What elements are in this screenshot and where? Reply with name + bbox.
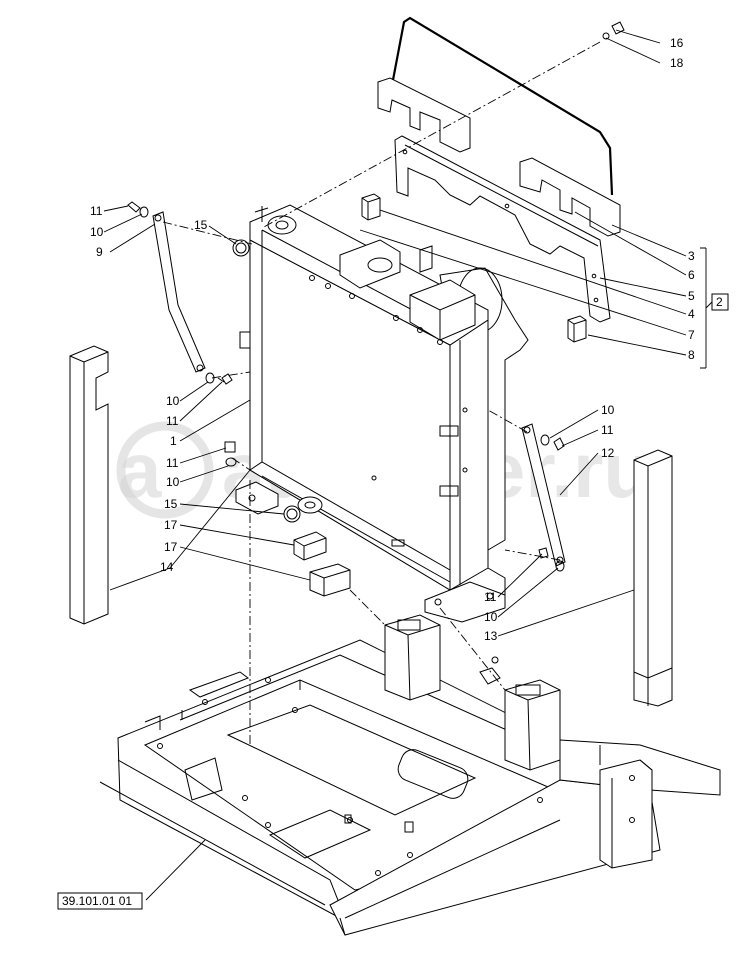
callout-12: 12: [601, 446, 615, 460]
alignment-lines: [162, 41, 601, 745]
callout-7: 7: [688, 328, 695, 342]
callout-11: 11: [166, 414, 179, 428]
group-box-label: 2: [716, 295, 723, 309]
callout-11: 11: [484, 590, 497, 604]
callout-5: 5: [688, 289, 695, 303]
callout-18: 18: [670, 56, 684, 70]
stay-rod-9: [152, 211, 206, 373]
callout-9: 9: [96, 245, 103, 259]
reference-code: 39.101.01 01: [62, 894, 132, 908]
callout-15: 15: [194, 218, 208, 232]
shroud-panel-5: [394, 135, 611, 323]
side-seal-14: [69, 345, 109, 625]
callout-4: 4: [688, 307, 695, 321]
callout-6: 6: [688, 268, 695, 282]
callout-17: 17: [164, 518, 178, 532]
callout-10: 10: [484, 610, 498, 624]
callout-10: 10: [90, 225, 104, 239]
leader-lines: [103, 29, 713, 901]
callout-8: 8: [688, 348, 695, 362]
upper-bracket-3: [377, 77, 471, 153]
callout-16: 16: [670, 36, 684, 50]
callout-10: 10: [166, 394, 180, 408]
reference-code-box[interactable]: 39.101.01 01: [57, 892, 143, 910]
watermark-logo-letter: a: [118, 426, 162, 514]
block-17-lower: [309, 563, 351, 597]
callout-13: 13: [484, 629, 498, 643]
rubber-pad-8: [567, 315, 587, 343]
callout-17: 17: [164, 540, 178, 554]
orings-15: [232, 239, 301, 523]
wire-rod-16: [391, 16, 614, 196]
callout-3: 3: [688, 249, 695, 263]
callout-11: 11: [166, 456, 179, 470]
stay-rod-12: [521, 423, 566, 567]
callout-14: 14: [160, 560, 174, 574]
upper-bracket-6: [519, 157, 621, 237]
group-reference-box: 2: [711, 293, 729, 311]
side-seal-13: [633, 449, 673, 707]
rubber-pad-4: [361, 193, 381, 221]
callout-11: 11: [90, 204, 103, 218]
base-frame: [99, 614, 721, 936]
radiator-core: [235, 204, 529, 623]
callout-1: 1: [170, 434, 177, 448]
callout-11: 11: [601, 423, 614, 437]
callout-15: 15: [164, 497, 178, 511]
block-17-upper: [293, 531, 327, 561]
callout-10: 10: [166, 475, 180, 489]
callout-labels: 16 18 11 10 9 15 3 6 5 4 7 8 10 11 10 11…: [90, 36, 695, 643]
callout-10: 10: [601, 403, 615, 417]
